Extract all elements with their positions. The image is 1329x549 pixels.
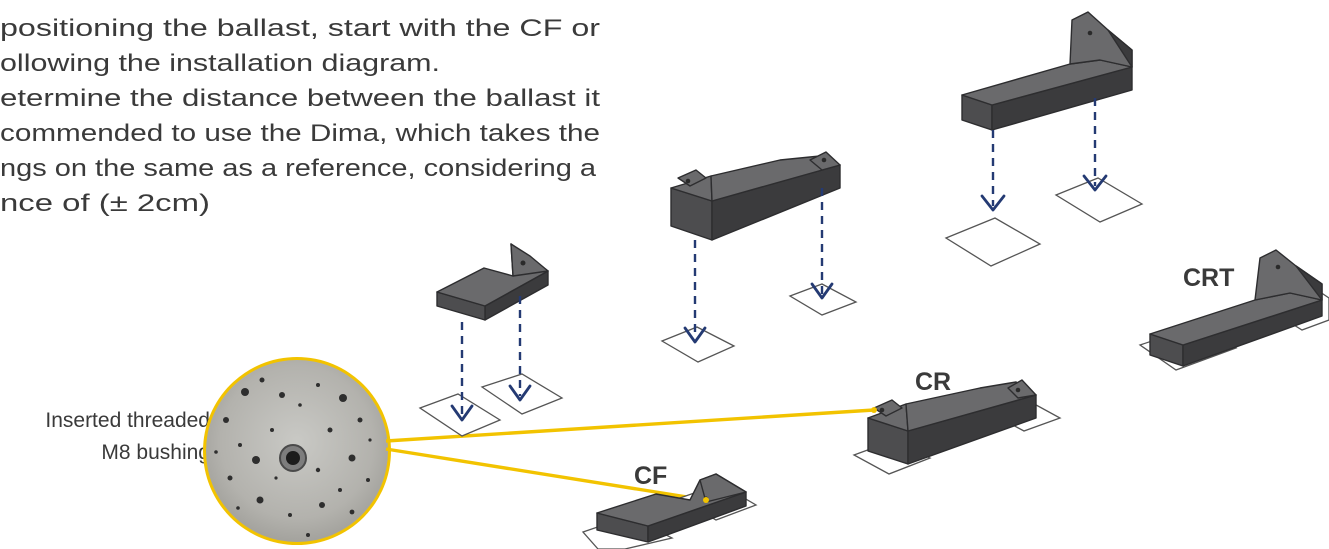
drop-arrows-cr bbox=[683, 188, 834, 344]
intro-line-5: ngs on the same as a reference, consider… bbox=[0, 155, 597, 182]
leader-line-cf bbox=[385, 447, 707, 502]
bushing-closeup-image bbox=[203, 357, 391, 545]
ballast-cr-installed bbox=[852, 379, 1062, 475]
intro-line-6: nce of (± 2cm) bbox=[0, 190, 210, 217]
pads-crt bbox=[944, 177, 1144, 267]
leader-dot-cr bbox=[871, 407, 877, 413]
ballast-cr-exploded bbox=[670, 151, 841, 241]
drop-arrows-crt bbox=[980, 98, 1108, 212]
intro-text: positioning the ballast, start with the … bbox=[0, 15, 600, 217]
callout-label-line-2: M8 bushing bbox=[101, 441, 210, 464]
intro-line-1: positioning the ballast, start with the … bbox=[0, 15, 600, 42]
label-cr: CR bbox=[915, 368, 951, 396]
ballast-cf-installed bbox=[581, 473, 758, 549]
ballast-cf-exploded bbox=[436, 243, 549, 321]
leader-dot-cf bbox=[703, 497, 709, 503]
pads-cr bbox=[660, 283, 858, 363]
bushing-hole-icon bbox=[279, 444, 307, 472]
intro-line-3: etermine the distance between the ballas… bbox=[0, 85, 600, 112]
ballast-crt-exploded bbox=[961, 11, 1133, 131]
ballast-crt-installed bbox=[1138, 249, 1329, 371]
label-crt: CRT bbox=[1183, 264, 1234, 292]
intro-line-4: commended to use the Dima, which takes t… bbox=[0, 120, 600, 147]
callout-label-line-1: Inserted threaded bbox=[45, 409, 210, 432]
drop-arrows-cf bbox=[450, 296, 532, 422]
leader-line-cr bbox=[385, 408, 875, 443]
pads-cf bbox=[418, 373, 564, 437]
label-cf: CF bbox=[634, 462, 667, 490]
intro-line-2: ollowing the installation diagram. bbox=[0, 50, 440, 77]
